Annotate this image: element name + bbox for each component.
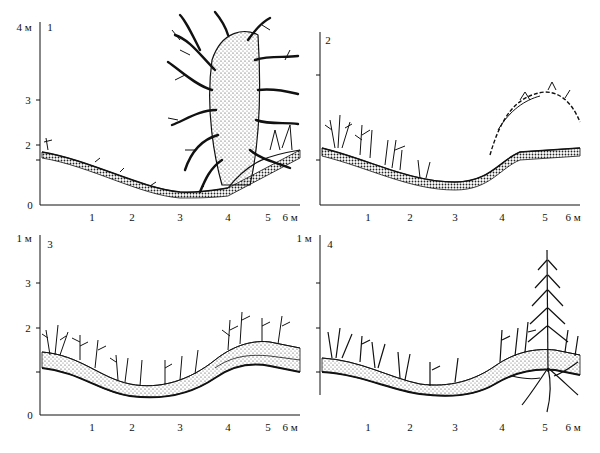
axis-label: 3 xyxy=(47,239,53,250)
axis-label: 6 м xyxy=(282,212,297,223)
axis-label: 3 xyxy=(452,422,458,433)
axis-label: 2 xyxy=(407,212,413,223)
axis-label: 5 xyxy=(542,212,548,223)
axis-label: 6 м xyxy=(565,422,580,433)
axis-label: 2 xyxy=(129,212,135,223)
axis-label: 1 м xyxy=(16,233,31,244)
axis-label: 1 xyxy=(365,212,371,223)
axis-label: 2 xyxy=(129,422,135,433)
axis-label: 6 м xyxy=(282,422,297,433)
axis-label: 3 xyxy=(177,422,183,433)
axis-label: 2 xyxy=(407,422,413,433)
axis-label: 3 xyxy=(25,278,31,289)
axis-label: 4 xyxy=(225,422,231,433)
axis-label: 4 xyxy=(225,212,231,223)
axis-label: 1 xyxy=(89,212,95,223)
axis-label: 3 xyxy=(25,95,31,106)
axis-label: 3 xyxy=(452,212,458,223)
axis-label: 4 xyxy=(499,212,505,223)
axis-label: 4 xyxy=(327,239,333,250)
axis-label: 1 xyxy=(365,422,371,433)
axis-label: 2 xyxy=(25,323,31,334)
axis-label: 1 xyxy=(47,22,53,33)
axis-label: 1 м xyxy=(296,233,311,244)
axis-label: 5 xyxy=(542,422,548,433)
axis-label: 1 xyxy=(89,422,95,433)
axis-label: 0 xyxy=(27,200,33,211)
axis-label: 2 xyxy=(25,140,31,151)
axis-label: 5 xyxy=(265,422,271,433)
axis-label: 4 xyxy=(499,422,505,433)
axis-label: 5 xyxy=(265,212,271,223)
axis-label: 2 xyxy=(325,35,331,46)
axis-label: 0 xyxy=(27,410,33,421)
axis-label: 3 xyxy=(177,212,183,223)
axis-label: 4 м xyxy=(16,22,31,33)
axis-label: 6 м xyxy=(565,212,580,223)
